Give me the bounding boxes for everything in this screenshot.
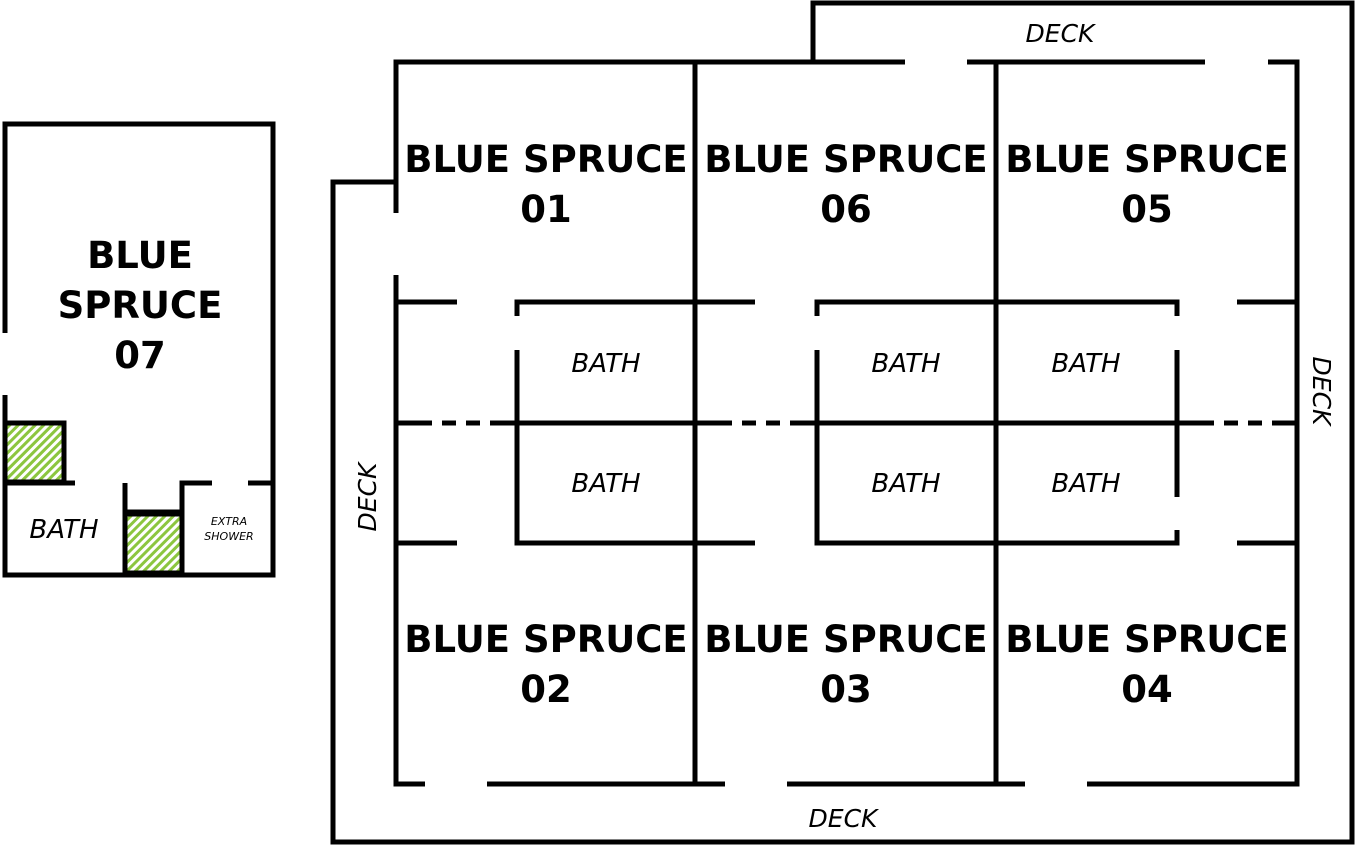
cabin-07-hatched-fixture-lower bbox=[122, 511, 185, 576]
main-building: BLUE SPRUCE 01 BLUE SPRUCE 06 BLUE SPRUC… bbox=[330, 0, 1355, 845]
cabin-07-hatched-fixture-upper bbox=[2, 420, 67, 485]
deck-label-bottom: DECK bbox=[809, 804, 881, 833]
room-label-05-number: 05 bbox=[1121, 188, 1173, 231]
extra-shower-label-line2: SHOWER bbox=[204, 530, 253, 543]
extra-shower-label-line1: EXTRA bbox=[211, 515, 247, 528]
room-label-07-line1: BLUE bbox=[87, 234, 193, 277]
bath-label-1: BATH bbox=[571, 349, 640, 379]
room-label-06-line1: BLUE SPRUCE bbox=[704, 138, 987, 181]
bath-label-5: BATH bbox=[871, 469, 940, 499]
deck-label-left: DECK bbox=[353, 460, 382, 532]
room-label-06-number: 06 bbox=[820, 188, 872, 231]
bath-label-2: BATH bbox=[871, 349, 940, 379]
room-label-02-number: 02 bbox=[520, 668, 572, 711]
room-dividers bbox=[692, 62, 999, 784]
room-label-02-line1: BLUE SPRUCE bbox=[404, 618, 687, 661]
lower-bath-walls bbox=[396, 530, 1297, 546]
room-label-05-line1: BLUE SPRUCE bbox=[1005, 138, 1288, 181]
cabin-07: BLUE SPRUCE 07 BATH EXTRA SHOWER bbox=[2, 121, 276, 578]
room-label-04-line1: BLUE SPRUCE bbox=[1005, 618, 1288, 661]
room-label-07-number: 07 bbox=[114, 334, 166, 377]
deck-label-top: DECK bbox=[1026, 19, 1098, 48]
room-label-03-line1: BLUE SPRUCE bbox=[704, 618, 987, 661]
deck-outline bbox=[330, 0, 1355, 845]
deck-label-right: DECK bbox=[1307, 357, 1336, 429]
bath-label-4: BATH bbox=[571, 469, 640, 499]
bath-label-6: BATH bbox=[1051, 469, 1120, 499]
room-label-03-number: 03 bbox=[820, 668, 872, 711]
room-label-07-line2: SPRUCE bbox=[58, 284, 223, 327]
bath-label-07: BATH bbox=[29, 515, 98, 545]
room-label-01-line1: BLUE SPRUCE bbox=[404, 138, 687, 181]
room-label-04-number: 04 bbox=[1121, 668, 1173, 711]
room-label-01-number: 01 bbox=[520, 188, 572, 231]
bath-label-3: BATH bbox=[1051, 349, 1120, 379]
